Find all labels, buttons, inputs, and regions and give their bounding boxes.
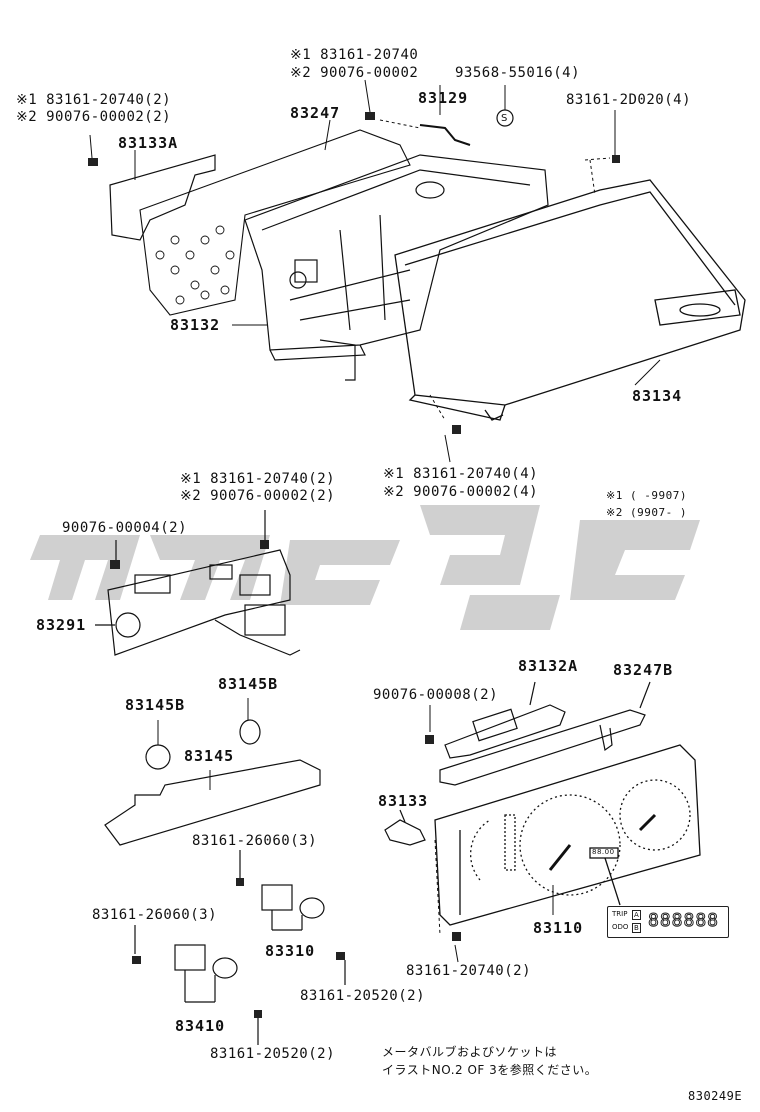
part-26060-a: 83161-26060(3): [192, 833, 318, 849]
part-83145: 83145: [184, 747, 235, 765]
odometer-inset: TRIP A ODO B 888888: [607, 906, 729, 938]
switch-83410: [134, 925, 346, 1045]
dial-83110: [434, 744, 701, 926]
part-2d020: 83161-2D020(4): [566, 92, 692, 108]
note-top-2: ※2 90076-00002: [290, 65, 419, 81]
leader-lines: [89, 79, 661, 463]
screws-mid: [425, 735, 434, 744]
part-20740-b: 83161-20740(2): [406, 963, 532, 979]
board-83291: [95, 510, 301, 656]
part-83310: 83310: [265, 942, 316, 960]
odo-digits: 888888: [647, 910, 720, 932]
note-mid-1: ※1 83161-20740(4): [383, 466, 539, 482]
plate-83145: [104, 759, 321, 846]
note-top-1: ※1 83161-20740: [290, 47, 419, 63]
part-90076-00004: 90076-00004(2): [62, 520, 188, 536]
bracket-83133A: [109, 154, 216, 241]
circle-mark-text: S: [501, 113, 508, 124]
odo-trip-label: TRIP: [612, 910, 628, 918]
note-jp-1: メータバルブおよびソケットは: [382, 1045, 558, 1059]
bulb-83145B-a: [145, 744, 171, 770]
legend-2: ※2 (9907- ): [606, 506, 687, 519]
switch-83310: [239, 850, 325, 931]
part-90076-00008: 90076-00008(2): [373, 687, 499, 703]
part-20520-b: 83161-20520(2): [210, 1046, 336, 1062]
part-83133A: 83133A: [118, 134, 179, 152]
part-83410: 83410: [175, 1017, 226, 1035]
board-screws: [110, 540, 269, 569]
part-83110: 83110: [533, 919, 584, 937]
legend-1: ※1 ( -9907): [606, 489, 687, 502]
circle-mark: [496, 109, 514, 127]
part-83145B-b: 83145B: [218, 675, 279, 693]
bracket-83133: [384, 809, 426, 846]
part-83291: 83291: [36, 616, 87, 634]
part-83132A: 83132A: [518, 657, 579, 675]
part-83247B: 83247B: [613, 661, 674, 679]
note-board-1: ※1 83161-20740(2): [180, 471, 336, 487]
note-left-1: ※1 83161-20740(2): [16, 92, 172, 108]
part-83247: 83247: [290, 104, 341, 122]
note-mid-2: ※2 90076-00002(4): [383, 484, 539, 500]
dash-text: 88.00: [592, 848, 615, 856]
part-83129: 83129: [418, 89, 469, 107]
housing-83132: [244, 154, 549, 381]
note-board-2: ※2 90076-00002(2): [180, 488, 336, 504]
figure-id: 830249E: [688, 1089, 743, 1103]
circuit-83247B: [439, 681, 651, 786]
circuit-83247: [139, 129, 411, 316]
bulb-83145B-b: [239, 719, 261, 745]
part-83134: 83134: [632, 387, 683, 405]
part-20520-a: 83161-20520(2): [300, 988, 426, 1004]
odo-odo-label: ODO: [612, 923, 629, 931]
screws: [88, 112, 620, 434]
lens-83134: [394, 179, 746, 421]
part-26060-b: 83161-26060(3): [92, 907, 218, 923]
part-93568: 93568-55016(4): [455, 65, 581, 81]
part-83145B-a: 83145B: [125, 696, 186, 714]
plate-83132A: [444, 681, 566, 759]
odo-b-label: B: [632, 923, 641, 933]
part-83133: 83133: [378, 792, 429, 810]
odo-a-label: A: [632, 910, 641, 920]
part-83132: 83132: [170, 316, 221, 334]
note-jp-2: イラストNO.2 OF 3を参照ください。: [382, 1063, 598, 1077]
note-left-2: ※2 90076-00002(2): [16, 109, 172, 125]
